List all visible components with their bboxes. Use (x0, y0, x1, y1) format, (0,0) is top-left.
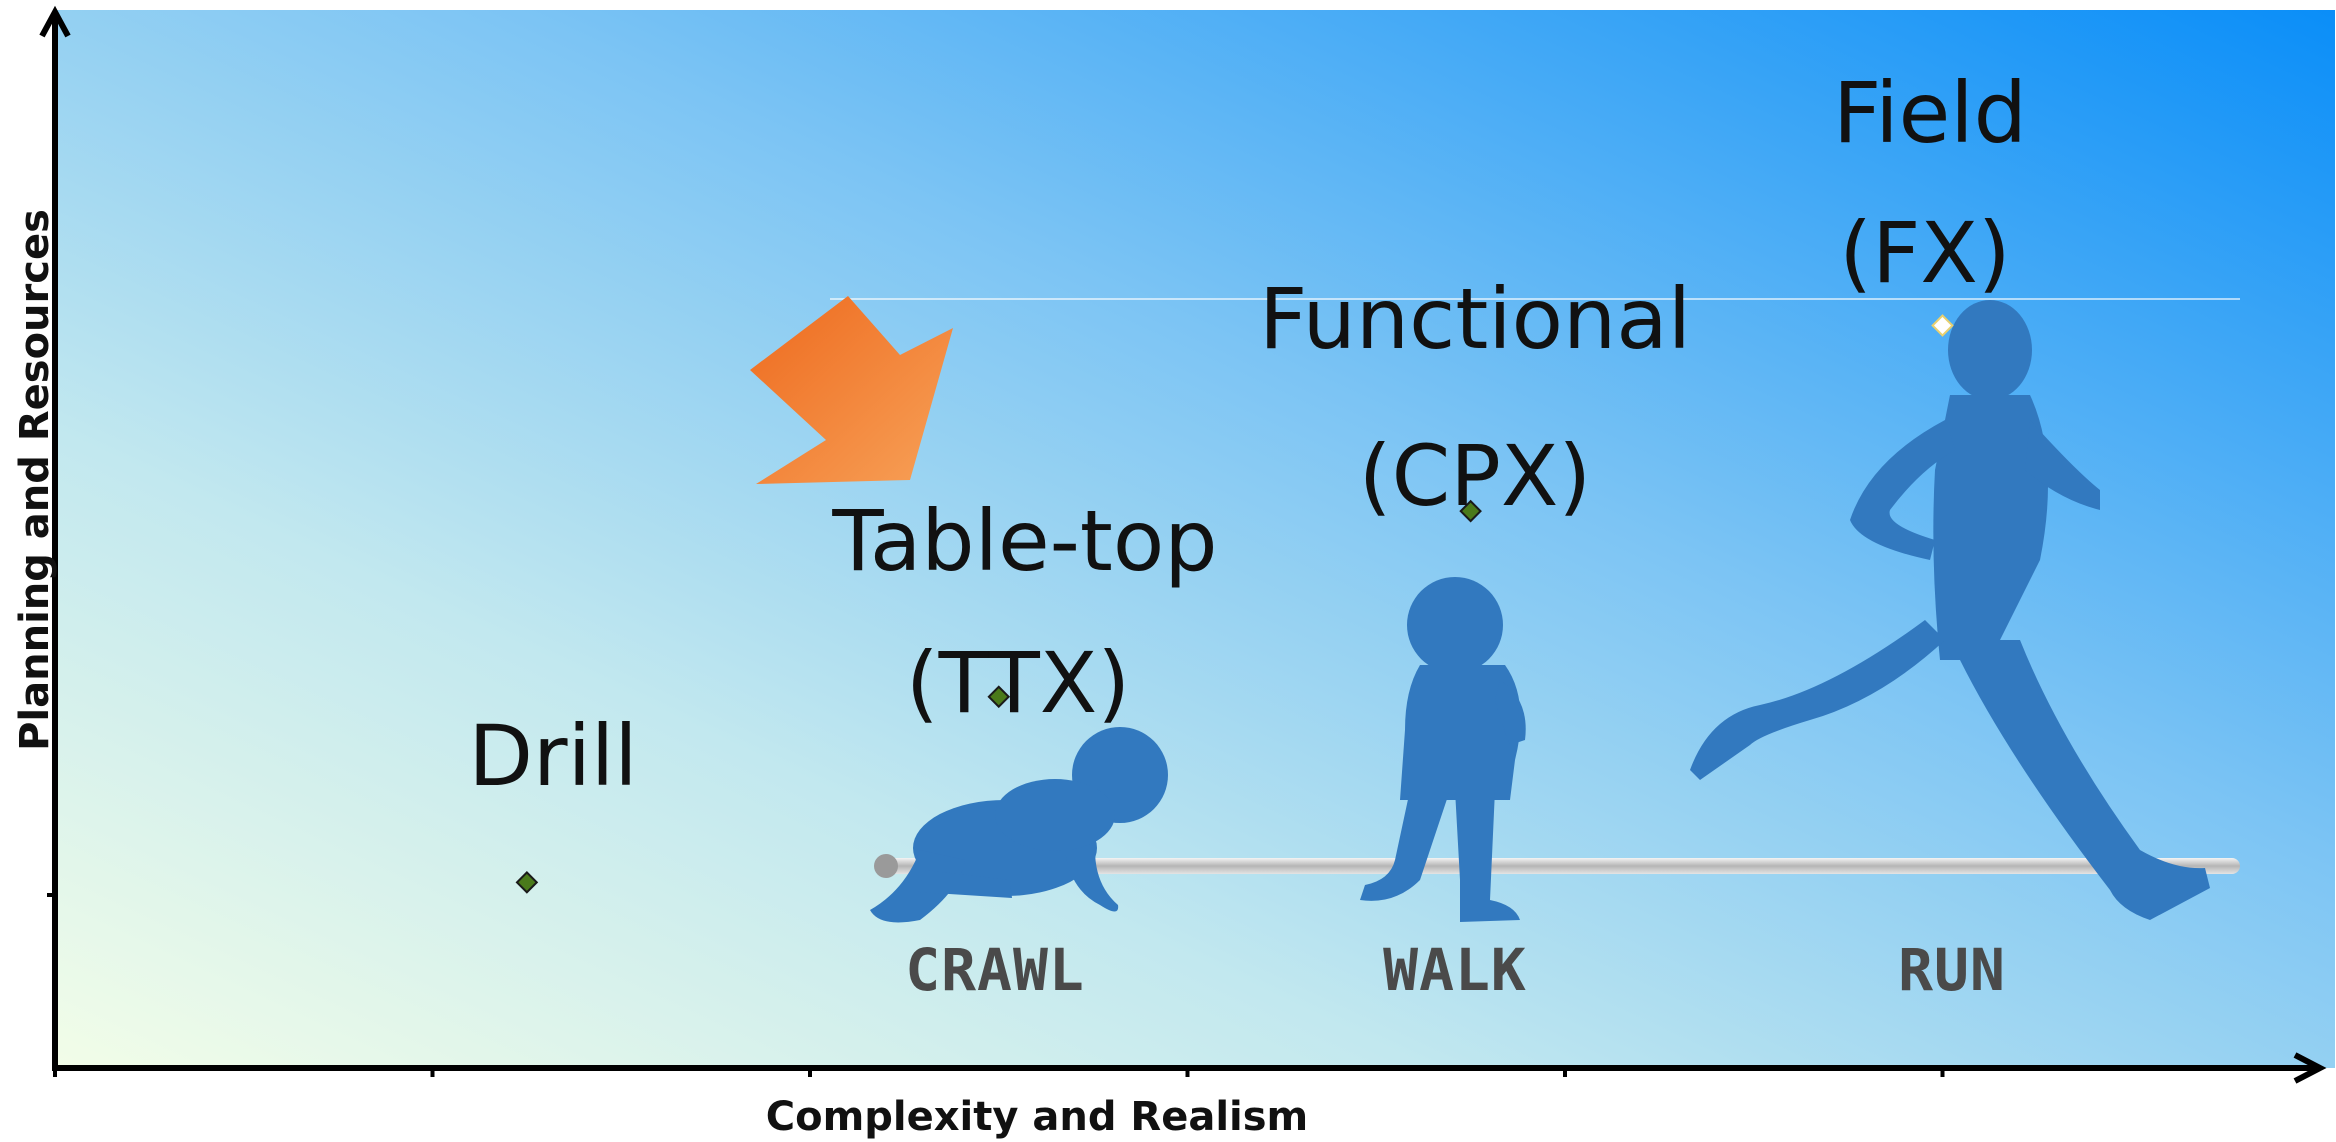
toddler-walking-icon (1360, 577, 1526, 922)
orange-arrow-icon (750, 296, 953, 484)
x-axis-title: Complexity and Realism (766, 1094, 1308, 1140)
stage-label-walk: WALK (1383, 936, 1527, 1004)
baby-crawling-icon (870, 727, 1168, 923)
progress-track (874, 854, 2240, 878)
data-point-4 (1931, 314, 1954, 337)
data-point-1 (515, 871, 539, 894)
data-point-3 (1459, 499, 1482, 523)
x-axis (52, 1052, 2327, 1084)
data-points (515, 314, 1954, 894)
point-label-cpx-line1: Functional (1259, 270, 1691, 368)
x-axis-ticks (53, 1068, 1945, 1077)
y-axis-title: Planning and Resources (12, 209, 58, 751)
point-label-ttx-line1: Table-top (831, 492, 1217, 590)
point-label-drill: Drill (468, 707, 637, 805)
point-label-fx-line1: Field (1833, 64, 2027, 162)
man-running-icon (1690, 300, 2210, 920)
point-label-ttx-line2: (TTX) (906, 634, 1130, 732)
stage-label-run: RUN (1898, 936, 2006, 1004)
data-point-2 (987, 685, 1011, 709)
y-axis (39, 5, 71, 1068)
point-label-cpx-line2: (CPX) (1359, 427, 1591, 525)
stage-label-crawl: CRAWL (905, 936, 1085, 1004)
point-label-fx-line2: (FX) (1839, 204, 2010, 302)
